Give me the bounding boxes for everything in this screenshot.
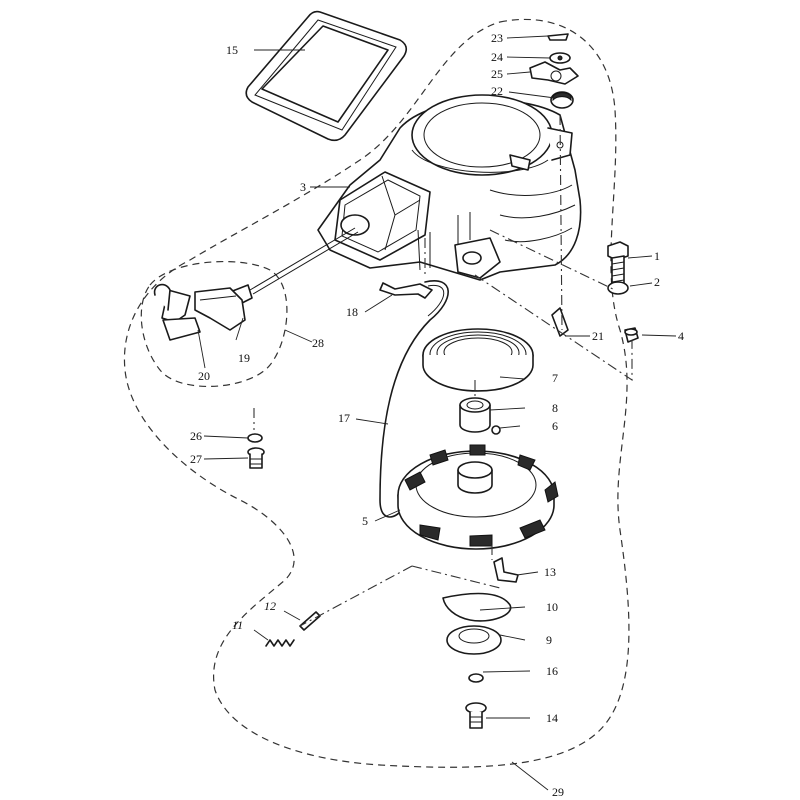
screw-27 (247, 447, 265, 469)
callout-27: 27 (190, 452, 202, 466)
callout-16: 16 (546, 664, 558, 678)
subassembly-outline-28 (140, 261, 288, 387)
assembly-centerlines (253, 114, 633, 627)
callout-6: 6 (552, 419, 558, 433)
callout-18: 18 (346, 305, 358, 319)
callout-1: 1 (654, 249, 660, 263)
leader-lines (197, 35, 677, 791)
control-cable-17 (379, 280, 449, 518)
callout-19: 19 (238, 351, 250, 365)
fuel-knob-20 (153, 283, 201, 341)
pin-4 (624, 327, 639, 343)
friction-plate-10 (442, 592, 512, 622)
callout-labels: 1 2 3 4 5 6 7 8 9 10 11 12 13 14 15 16 1… (190, 31, 684, 799)
callout-2: 2 (654, 275, 660, 289)
bushing-8 (459, 397, 491, 433)
callout-11: 11 (232, 618, 243, 632)
washer-2 (607, 281, 629, 295)
callout-15: 15 (226, 43, 238, 57)
callout-22: 22 (491, 84, 503, 98)
callout-28: 28 (312, 336, 324, 350)
callout-24: 24 (491, 50, 503, 64)
callout-10: 10 (546, 600, 558, 614)
clip-21 (551, 307, 569, 337)
callout-21: 21 (592, 329, 604, 343)
callout-5: 5 (362, 514, 368, 528)
callout-26: 26 (190, 429, 202, 443)
callout-8: 8 (552, 401, 558, 415)
starter-housing-3 (317, 94, 582, 281)
washer-26 (247, 433, 263, 443)
screw-14 (465, 702, 487, 729)
cover-plate-9 (446, 625, 502, 655)
bolt-1 (607, 241, 629, 289)
throttle-lever-assembly-19 (161, 227, 359, 331)
callout-29: 29 (552, 785, 564, 799)
gasket-frame-15 (245, 10, 408, 142)
washer-16 (468, 673, 484, 683)
callout-17: 17 (338, 411, 350, 425)
callout-14: 14 (546, 711, 558, 725)
rope-reel-5 (397, 444, 559, 550)
callout-9: 9 (546, 633, 552, 647)
recoil-spring-7 (422, 328, 534, 392)
callout-3: 3 (300, 180, 306, 194)
pawl-13 (493, 557, 519, 583)
callout-12: 12 (264, 599, 276, 613)
callout-4: 4 (678, 329, 684, 343)
clip-6 (491, 425, 501, 435)
small-parts-stack (529, 33, 579, 109)
callout-7: 7 (552, 371, 558, 385)
callout-25: 25 (491, 67, 503, 81)
callout-23: 23 (491, 31, 503, 45)
callout-20: 20 (198, 369, 210, 383)
callout-13: 13 (544, 565, 556, 579)
spring-11 (265, 639, 295, 647)
assembly-outline-29 (123, 18, 630, 768)
